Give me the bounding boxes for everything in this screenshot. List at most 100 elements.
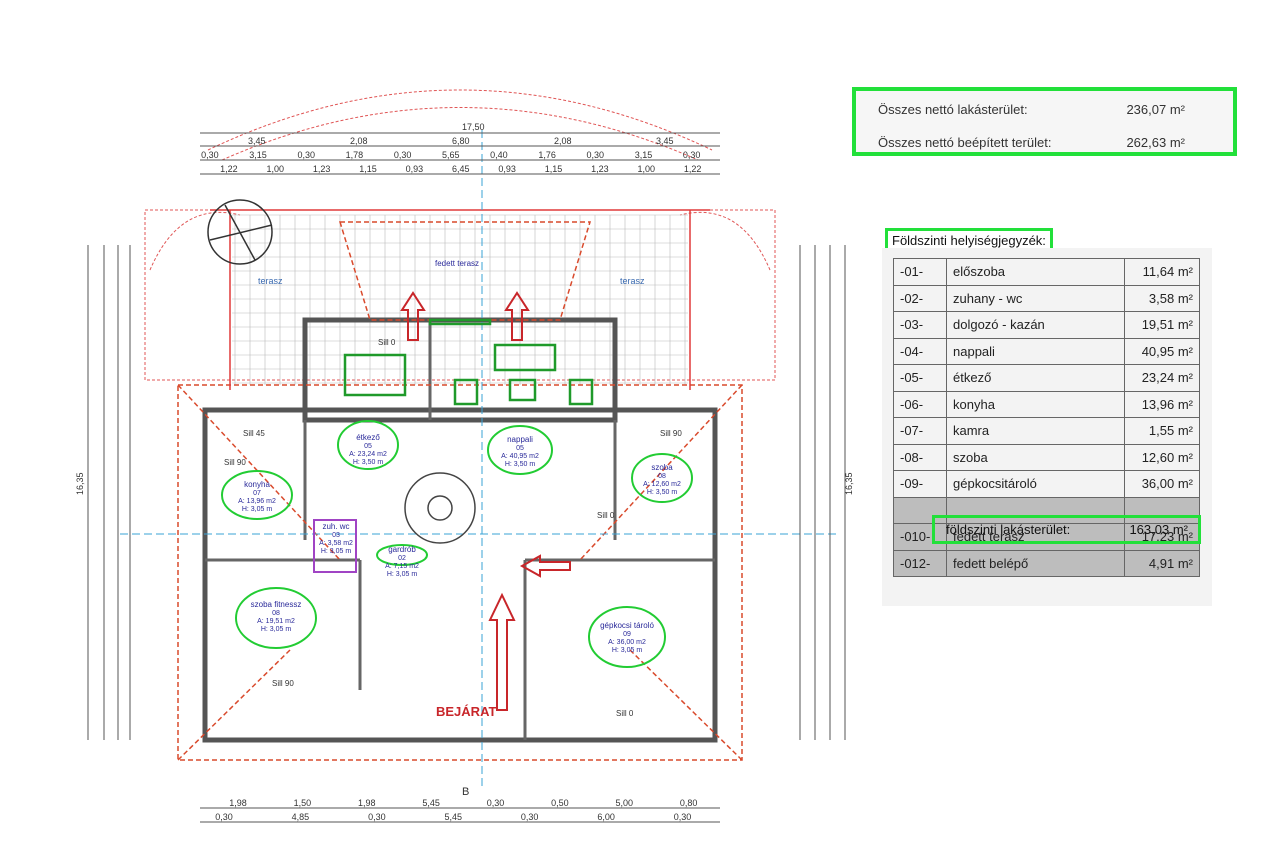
room-label-name: szoba fitnessz — [251, 600, 302, 609]
dimension-value: 0,30 — [683, 150, 701, 160]
area-summary-box: Összes nettó lakásterület: 236,07 m² Öss… — [852, 87, 1237, 156]
dimension-value: 0,30 — [394, 150, 412, 160]
axis-lines — [120, 130, 840, 790]
sill-label: Sill 45 — [243, 429, 265, 438]
net-built-row: Összes nettó beépített terület: 262,63 m… — [878, 135, 1185, 150]
room-name: gépkocsitároló — [946, 470, 1125, 498]
room-label-no: 05 — [516, 445, 524, 452]
dimension-value: 5,45 — [445, 812, 463, 822]
room-no: -01- — [893, 258, 947, 286]
dimension-value: 1,23 — [591, 164, 609, 174]
room-area: 13,96 m² — [1124, 390, 1200, 418]
room-label-area: A: 19,51 m2 — [257, 618, 295, 625]
room-no: -05- — [893, 364, 947, 392]
dimension-value: 5,65 — [442, 150, 460, 160]
ground-floor-total: földszinti lakásterület: 163,03 m² — [932, 515, 1201, 544]
dimension-value: 1,22 — [220, 164, 238, 174]
section-label: B — [462, 786, 469, 798]
room-no: -04- — [893, 337, 947, 365]
dimension-value: 1,23 — [313, 164, 331, 174]
room-list-title: Földszinti helyiségjegyzék: — [885, 228, 1053, 253]
bathroom-fixtures — [313, 519, 357, 573]
dimension-lines — [87, 132, 846, 823]
direction-arrows — [400, 291, 571, 711]
dimension-value: 1,00 — [637, 164, 655, 174]
room-label-no: 08 — [658, 473, 666, 480]
dimension-value: 2,08 — [350, 136, 368, 146]
room-label-area: A: 36,00 m2 — [608, 639, 646, 646]
room-label-height: H: 3,05 m — [261, 626, 292, 633]
dimension-value: 0,30 — [487, 798, 505, 808]
north-arrow-icon — [207, 199, 273, 265]
room-area: 17,23 m² — [1124, 523, 1200, 551]
room-label-height: H: 3,50 m — [353, 459, 384, 466]
room-area: 19,51 m² — [1124, 311, 1200, 339]
dim-right-total: 16,35 — [844, 472, 854, 495]
dimension-value: 2,08 — [554, 136, 572, 146]
dimension-value: 1,15 — [545, 164, 563, 174]
sill-label: Sill 0 — [597, 511, 615, 520]
room-no: -07- — [893, 417, 947, 445]
room-label-area: A: 7,15 m2 — [385, 563, 419, 570]
room-label-name: gépkocsi tároló — [600, 621, 654, 630]
room-no: -02- — [893, 284, 947, 312]
dimension-value: 4,85 — [292, 812, 310, 822]
room-name: étkező — [946, 364, 1125, 392]
room-area: 36,00 m² — [1124, 470, 1200, 498]
dimension-value: 0,30 — [587, 150, 605, 160]
room-label-no: 08 — [272, 610, 280, 617]
room-no: -08- — [893, 443, 947, 471]
ground-floor-total-value: 163,03 m² — [1129, 522, 1188, 537]
dimension-value: 5,45 — [422, 798, 440, 808]
room-area: 11,64 m² — [1124, 258, 1200, 286]
room-no: -012- — [893, 549, 947, 577]
sill-label: Sill 0 — [616, 709, 634, 718]
room-area: 3,58 m² — [1124, 284, 1200, 312]
dimension-value: 6,45 — [452, 164, 470, 174]
room-label-name: nappali — [507, 435, 533, 444]
terrace-label-left: terasz — [258, 276, 283, 286]
dimension-value: 0,30 — [674, 812, 692, 822]
covered-terrace-label: fedett terasz — [435, 259, 479, 268]
room-label-height: H: 3,05 m — [242, 506, 273, 513]
room-no: -09- — [893, 470, 947, 498]
terrace-label-right: terasz — [620, 276, 645, 286]
room-area: 23,24 m² — [1124, 364, 1200, 392]
room-no: -06- — [893, 390, 947, 418]
furniture — [343, 318, 594, 406]
dimension-value: 0,30 — [368, 812, 386, 822]
room-area: 1,55 m² — [1124, 417, 1200, 445]
dimension-value: 0,30 — [297, 150, 315, 160]
dimension-value: 1,76 — [538, 150, 556, 160]
dimension-value: 1,00 — [267, 164, 285, 174]
room-label-name: zuh. wc — [322, 522, 349, 531]
room-label-area: A: 3,58 m2 — [319, 540, 353, 547]
dimension-value: 1,98 — [229, 798, 247, 808]
room-label-height: H: 3,50 m — [647, 489, 678, 496]
spiral-stair — [404, 472, 476, 544]
room-label-no: 07 — [253, 490, 261, 497]
dimension-value: 1,15 — [359, 164, 377, 174]
room-no: -03- — [893, 311, 947, 339]
room-label-height: H: 3,05 m — [321, 548, 352, 555]
net-built-label: Összes nettó beépített terület: — [878, 135, 1052, 150]
inner-walls — [205, 320, 715, 740]
sill-label: Sill 90 — [272, 679, 294, 688]
dimension-value: 3,45 — [248, 136, 266, 146]
room-label-name: szoba — [651, 463, 673, 472]
room-name: fedett belépő — [946, 549, 1125, 577]
